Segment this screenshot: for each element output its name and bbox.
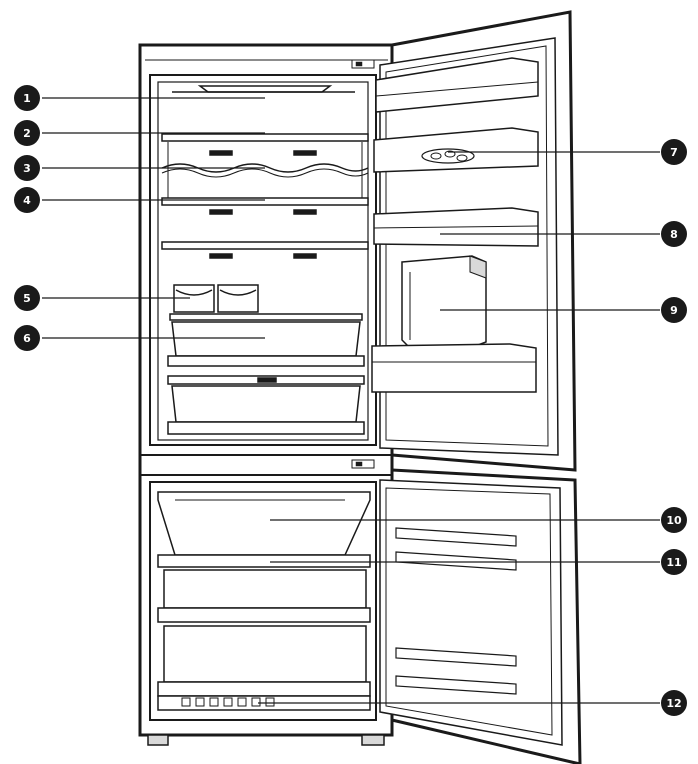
shelf-middle	[161, 197, 369, 206]
callout-10: 10	[661, 507, 687, 533]
egg-tray-left	[173, 284, 215, 313]
shelf-tab	[209, 209, 233, 215]
callout-3: 3	[14, 155, 40, 181]
callout-2: 2	[14, 120, 40, 146]
shelf-tab	[293, 209, 317, 215]
crisper	[167, 313, 365, 435]
lower-door-rail	[395, 675, 517, 695]
water-tank-lid	[469, 255, 487, 279]
crisper-handle	[257, 377, 277, 383]
lower-door-liner	[385, 487, 553, 736]
egg-slot	[430, 152, 442, 160]
door-bin-bottom	[371, 343, 537, 393]
callout-1: 1	[14, 85, 40, 111]
callout-badge	[14, 120, 40, 146]
crisper-drawer-front	[167, 355, 365, 367]
freezer-drawer-bottom-front	[157, 681, 371, 697]
lower-door-rail	[395, 527, 517, 547]
callout-number: 10	[666, 514, 682, 527]
door-bin-middle-rim	[373, 225, 539, 229]
callout-badge	[661, 221, 687, 247]
callout-badge	[14, 85, 40, 111]
door-bin-top-rim	[375, 81, 539, 97]
egg-tray	[173, 284, 259, 313]
callout-number: 7	[670, 146, 678, 159]
ice-cubes	[181, 697, 275, 707]
freezer-drawer-bottom	[163, 625, 367, 683]
hinge-pin	[355, 61, 363, 67]
callout-4: 4	[14, 187, 40, 213]
callouts: 1 2 3 4 5 6 7 8	[14, 85, 687, 716]
callout-badge	[661, 690, 687, 716]
freezer-drawers	[157, 491, 371, 711]
callout-badge	[14, 325, 40, 351]
shelf-tab	[293, 150, 317, 156]
callout-badge	[661, 297, 687, 323]
shelf-tab	[209, 150, 233, 156]
callout-11: 11	[661, 549, 687, 575]
callout-badge	[14, 285, 40, 311]
crisper-drawer-upper	[171, 321, 361, 357]
egg-tray-cup	[219, 289, 257, 296]
callout-7: 7	[661, 139, 687, 165]
freezer-drawer-middle-front	[157, 607, 371, 623]
callout-badge	[661, 139, 687, 165]
shelf-tab	[293, 253, 317, 259]
shelf-lower	[161, 241, 369, 250]
crisper-cover	[169, 313, 363, 321]
callout-badge	[661, 507, 687, 533]
callout-12: 12	[661, 690, 687, 716]
callout-number: 1	[23, 92, 31, 105]
lower-door-rail	[395, 551, 517, 571]
upper-door	[351, 10, 577, 472]
light-cover-shape	[197, 85, 333, 93]
callout-number: 6	[23, 332, 31, 345]
fridge-inner-liner	[157, 81, 369, 441]
callout-8: 8	[661, 221, 687, 247]
lower-door-rail	[395, 647, 517, 667]
crisper-drawer-lower-front	[167, 421, 365, 435]
door-bin-top	[375, 57, 539, 113]
callout-badge	[14, 187, 40, 213]
callout-6: 6	[14, 325, 40, 351]
callout-number: 9	[670, 304, 678, 317]
shelf-tab	[209, 253, 233, 259]
callout-number: 5	[23, 292, 31, 305]
foot-left	[147, 734, 169, 746]
callout-number: 3	[23, 162, 31, 175]
foot-right	[361, 734, 385, 746]
freezer-drawer-middle	[163, 569, 367, 609]
lower-door	[351, 459, 582, 764]
egg-tray-cup	[175, 289, 213, 296]
callout-9: 9	[661, 297, 687, 323]
fridge-compartment	[149, 74, 377, 446]
callout-number: 4	[23, 194, 31, 207]
light-cover	[172, 85, 355, 93]
callout-5: 5	[14, 285, 40, 311]
callout-number: 8	[670, 228, 678, 241]
freezer-drawer-top-front	[157, 554, 371, 568]
egg-tray-right	[217, 284, 259, 313]
callout-badge	[661, 549, 687, 575]
shelf-top	[161, 133, 369, 142]
freezer-drawer-top	[157, 491, 371, 556]
egg-slot	[456, 154, 468, 162]
leader-lines	[42, 97, 660, 704]
callout-number: 2	[23, 127, 31, 140]
crisper-drawer-lower	[171, 385, 361, 423]
callout-number: 11	[666, 556, 681, 569]
callout-badge	[14, 155, 40, 181]
upper-hinge	[351, 59, 375, 69]
callout-number: 12	[666, 697, 681, 710]
shelves	[161, 133, 369, 259]
middle-hinge	[351, 459, 375, 469]
fresh-zone-cover-edge	[161, 168, 369, 178]
freezer-compartment	[149, 481, 377, 721]
hinge-pin	[355, 461, 363, 467]
